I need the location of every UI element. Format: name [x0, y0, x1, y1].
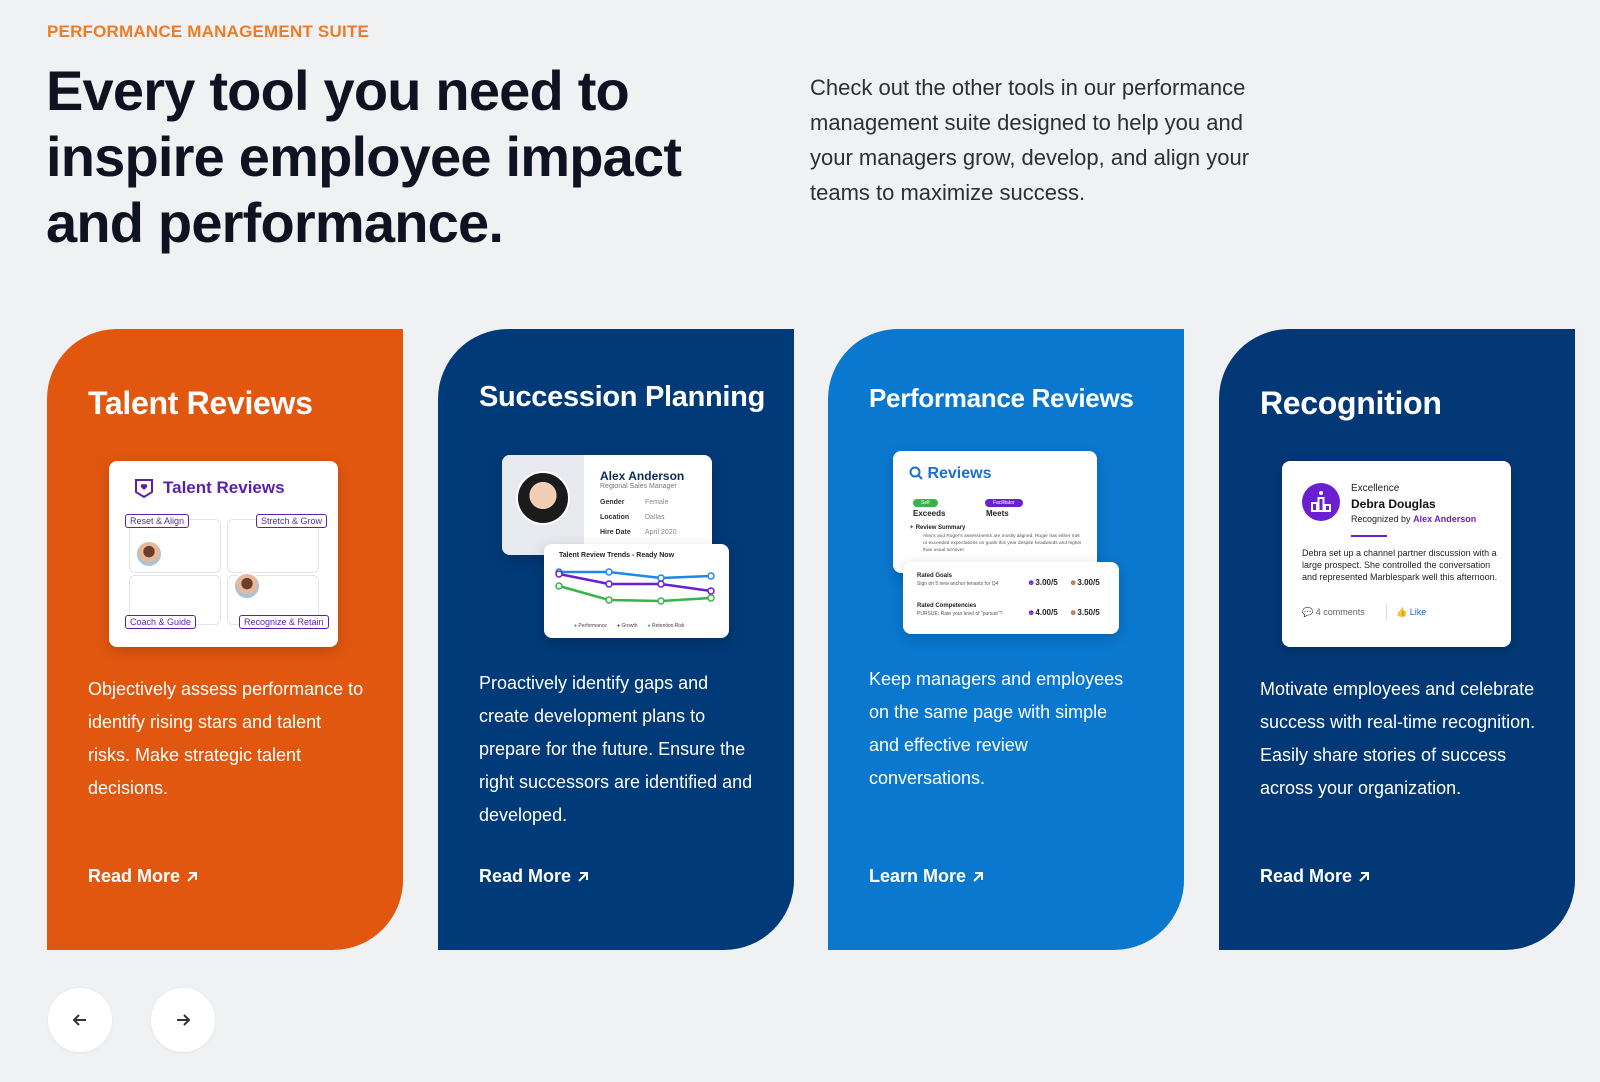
arrow-up-right-icon	[187, 871, 198, 882]
comp-score: ☻4.00/5	[1027, 608, 1058, 617]
rating-self: Exceeds	[913, 509, 946, 518]
recognized-by: Recognized by Alex Anderson	[1351, 514, 1477, 524]
talent-reviews-mockup: Talent Reviews Reset & Align Stretch & G…	[109, 461, 338, 647]
card-description: Objectively assess performance to identi…	[88, 679, 364, 798]
arrow-up-right-icon	[973, 871, 984, 882]
divider	[1386, 604, 1387, 620]
recognition-category: Excellence	[1351, 483, 1400, 494]
rated-items-mockup: Rated Goals Sign on 5 new anchor tenants…	[903, 562, 1119, 634]
summary-title: ✦ Review Summary	[909, 525, 966, 531]
pill-self: Self	[913, 499, 938, 507]
heart-flag-icon	[135, 479, 153, 499]
card-description: Motivate employees and celebrate success…	[1260, 679, 1536, 798]
arrow-right-icon	[177, 1014, 191, 1026]
trophy-icon	[1302, 483, 1340, 521]
recognition-name: Debra Douglas	[1351, 497, 1436, 511]
trend-lines	[555, 568, 715, 605]
goals-score: ☻3.00/5	[1069, 578, 1100, 587]
arrow-up-right-icon	[578, 871, 589, 882]
comp-score: ☻3.50/5	[1069, 608, 1100, 617]
card-description: Proactively identify gaps and create dev…	[479, 673, 753, 825]
card-succession-planning: Succession Planning Alex Anderson Region…	[438, 329, 794, 950]
arrow-left-icon	[72, 1014, 86, 1026]
card-title: Succession Planning	[479, 381, 765, 413]
reviews-mockup: Reviews Self Facilitator Exceeds Meets ✦…	[893, 451, 1097, 573]
goals-title: Rated Goals	[917, 573, 953, 579]
tag-reset-align: Reset & Align	[125, 514, 190, 528]
link-label: Read More	[1260, 866, 1353, 886]
comments-link[interactable]: 💬 4 comments	[1302, 607, 1365, 617]
card-title: Talent Reviews	[88, 385, 313, 421]
mock-heading-text: Talent Reviews	[163, 478, 285, 497]
pill-facilitator: Facilitator	[985, 499, 1023, 507]
read-more-link[interactable]: Read More	[479, 866, 591, 887]
prev-button[interactable]	[48, 988, 112, 1052]
card-title: Recognition	[1260, 385, 1442, 421]
like-button[interactable]: 👍 Like	[1396, 607, 1427, 617]
avatar	[233, 572, 261, 600]
comp-title: Rated Competencies	[917, 603, 977, 609]
avatar	[135, 540, 163, 568]
read-more-link[interactable]: Read More	[1260, 866, 1372, 887]
review-icon	[909, 466, 923, 480]
link-label: Read More	[88, 866, 181, 886]
comment-icon: 💬	[1302, 607, 1314, 617]
comp-desc: PURSUE: Rate your level of "pursue"?	[917, 611, 1003, 617]
card-recognition: Recognition Excellence Debra Douglas Rec…	[1219, 329, 1575, 950]
card-title: Performance Reviews	[869, 383, 1134, 413]
rating-facilitator: Meets	[986, 509, 1009, 518]
card-performance-reviews: Performance Reviews Reviews Self Facilit…	[828, 329, 1184, 950]
chart-title: Talent Review Trends - Ready Now	[559, 552, 675, 559]
read-more-link[interactable]: Read More	[88, 866, 200, 887]
recognition-message: Debra set up a channel partner discussio…	[1302, 548, 1498, 582]
thumbs-up-icon: 👍	[1396, 607, 1408, 617]
tag-coach-guide: Coach & Guide	[125, 615, 197, 629]
intro-text: Check out the other tools in our perform…	[810, 75, 1250, 205]
divider	[1351, 535, 1387, 537]
profile-name: Alex Anderson	[600, 469, 685, 483]
tag-stretch-grow: Stretch & Grow	[256, 514, 328, 528]
mock-heading: Talent Reviews	[133, 477, 285, 499]
card-talent-reviews: Talent Reviews Talent Reviews Reset & Al…	[47, 329, 403, 950]
summary-text: Alex's and Roger's assessments are mostl…	[923, 534, 1082, 553]
arrow-up-right-icon	[1359, 871, 1370, 882]
next-button[interactable]	[151, 988, 215, 1052]
link-label: Learn More	[869, 866, 967, 886]
avatar	[516, 471, 570, 525]
page-title: Every tool you need to inspire employee …	[46, 59, 682, 254]
grid-cell	[227, 519, 319, 573]
profile-photo-panel	[502, 455, 584, 555]
card-description: Keep managers and employees on the same …	[869, 669, 1124, 788]
profile-mockup: Alex Anderson Regional Sales Manager Gen…	[502, 455, 712, 555]
learn-more-link[interactable]: Learn More	[869, 866, 986, 887]
goals-score: ☻3.00/5	[1027, 578, 1058, 587]
trend-chart-mockup: Talent Review Trends - Ready Now ● Perfo…	[544, 544, 729, 638]
profile-role: Regional Sales Manager	[600, 483, 677, 490]
tag-recognize-retain: Recognize & Retain	[239, 615, 329, 629]
recognition-mockup: Excellence Debra Douglas Recognized by A…	[1282, 461, 1511, 647]
mock-heading: Reviews	[909, 465, 992, 483]
link-label: Read More	[479, 866, 572, 886]
eyebrow: PERFORMANCE MANAGEMENT SUITE	[47, 22, 369, 41]
goals-desc: Sign on 5 new anchor tenants for Q4	[917, 581, 999, 587]
chart-legend: ● Performance ● Growth ● Retention Risk	[574, 623, 685, 629]
